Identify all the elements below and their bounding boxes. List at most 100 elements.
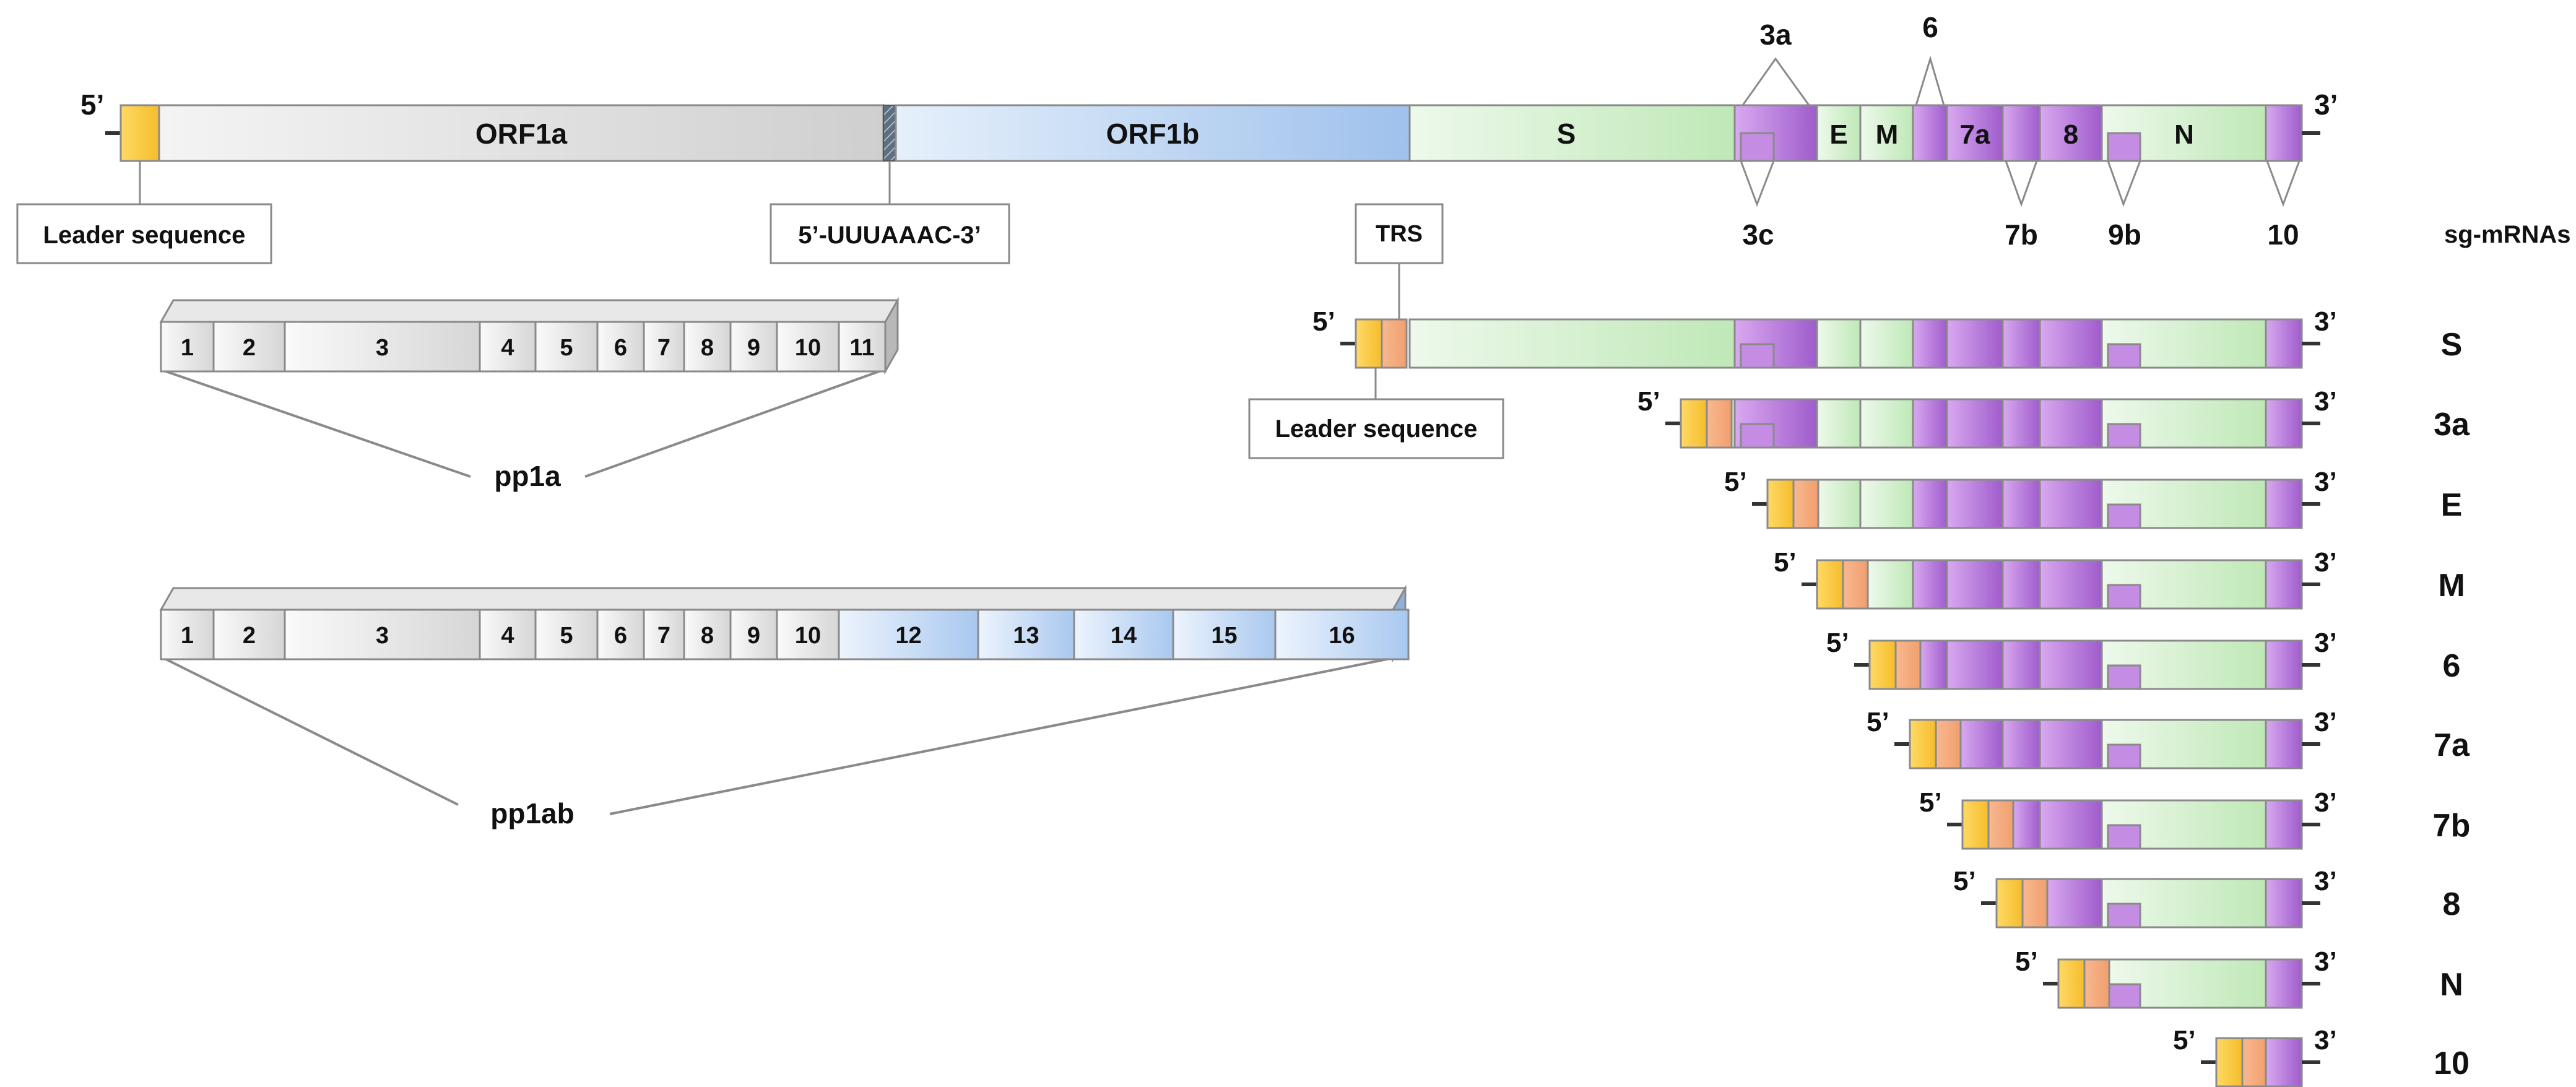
sg-n-trs-block	[2083, 958, 2110, 1009]
sg-s-5prime-label: 5’	[1312, 306, 1335, 337]
sg-7a-5prime-label: 5’	[1867, 707, 1889, 737]
sg-s-feature-2	[1816, 318, 1862, 369]
sg-6-orf10-block	[2265, 639, 2303, 690]
pp1a-segment-label-6: 6	[614, 335, 627, 361]
sg-7b-orf9b-block	[2107, 824, 2141, 850]
sg-3a-feature-2	[1816, 398, 1862, 449]
sg-m-leader-block	[1816, 559, 1844, 610]
pp1ab-segment-2	[212, 608, 286, 660]
sg-m-3prime-label: 3’	[2314, 547, 2337, 578]
orf9b-block	[2107, 132, 2141, 162]
sg-6-orf9b-block	[2107, 664, 2141, 690]
sg-s-feature-0	[1408, 318, 1736, 369]
sg-3a-trs-block	[1706, 398, 1733, 449]
sg-s-3prime-label: 3’	[2314, 306, 2337, 337]
pp1a-segment-label-3: 3	[376, 335, 389, 361]
pp1ab-segment-label-3: 3	[376, 623, 389, 649]
pp1a-segment-11	[838, 321, 887, 373]
trs-callout-text: TRS	[1376, 221, 1423, 247]
sg-mrna-label-n: N	[2440, 967, 2463, 1003]
sg-n-5prime-label: 5’	[2015, 946, 2038, 977]
leader-callout-text: Leader sequence	[43, 222, 246, 249]
sg-mrna-label-e: E	[2441, 487, 2463, 523]
sg-e-feature-4	[1912, 479, 1948, 529]
e-gene-label: E	[1829, 119, 1847, 150]
sg-3a-orf3c-block	[1740, 423, 1775, 449]
sg-mrna-label-7b: 7b	[2433, 808, 2471, 844]
pp1a-right-connector	[584, 370, 880, 478]
pp1ab-label: pp1ab	[490, 797, 574, 829]
sg-m-feature-6	[2001, 559, 2041, 610]
sg-s-leader-block	[1355, 318, 1383, 369]
sg-10-trs-block	[2241, 1037, 2268, 1087]
sg-7b-feature-6	[2012, 799, 2041, 850]
pp1a-top-face	[159, 299, 900, 323]
sg-e-trs-block	[1792, 479, 1819, 529]
genome-5prime-label: 5’	[80, 89, 104, 121]
sg-7a-3prime-label: 3’	[2314, 707, 2337, 737]
sg-mrna-label-3a: 3a	[2434, 407, 2470, 443]
sg-8-orf10-block	[2265, 878, 2303, 929]
orf8-label: 8	[2063, 119, 2078, 150]
sg-n-orf9b-block	[2108, 983, 2141, 1009]
orf7b-annotation: 7b	[2005, 219, 2038, 251]
pp1a-segment-label-1: 1	[181, 335, 194, 361]
sg-7b-leader-block	[1961, 799, 1990, 850]
pp1ab-left-connector	[165, 658, 459, 806]
pp1ab-segment-label-7: 7	[657, 623, 670, 649]
sg-7a-trs-block	[1935, 719, 1962, 769]
sg-s-trs-block	[1381, 318, 1408, 369]
s-gene-block	[1408, 104, 1736, 162]
sg-e-5prime-label: 5’	[1724, 467, 1747, 497]
pp1a-segment-6	[596, 321, 645, 373]
sg-3a-feature-6	[2001, 398, 2041, 449]
orf10-annotation: 10	[2267, 219, 2299, 251]
sg-m-trs-block	[1842, 559, 1869, 610]
orf3c-annotation: 3c	[1742, 219, 1774, 251]
pp1ab-segment-5	[534, 608, 599, 660]
orf9b-annotation: 9b	[2108, 219, 2141, 251]
sg-mrna-label-6: 6	[2443, 648, 2461, 684]
sg-mrnas-header: sg-mRNAs	[2444, 221, 2570, 248]
pp1ab-segment-label-15: 15	[1211, 623, 1237, 649]
sg-6-leader-block	[1868, 639, 1897, 690]
sg-7a-orf9b-block	[2107, 743, 2141, 769]
pp1ab-segment-16	[1274, 608, 1410, 660]
sg-10-leader-block	[2215, 1037, 2244, 1087]
sg-10-orf10-block	[2265, 1037, 2303, 1087]
sg-8-trs-block	[2021, 878, 2049, 929]
pp1ab-segment-label-1: 1	[181, 623, 194, 649]
sg-7b-feature-7	[2039, 799, 2103, 850]
sg-s-feature-3	[1859, 318, 1914, 369]
orf3a-pointer	[1741, 57, 1810, 106]
sg-s-orf3c-block	[1740, 343, 1775, 369]
sg-7a-feature-7	[2039, 719, 2103, 769]
orf9b-pointer	[2107, 160, 2141, 207]
callouts: Leader sequence 5’-UUUAAAC-3’ TRS Leader…	[16, 161, 1504, 459]
pp1a-segment-2	[212, 321, 286, 373]
sg-s-feature-4	[1912, 318, 1948, 369]
sg-n-3prime-label: 3’	[2314, 946, 2337, 977]
sg-s-feature-7	[2039, 318, 2103, 369]
sg-m-feature-5	[1946, 559, 2004, 610]
s-gene-label: S	[1557, 118, 1576, 150]
genome: 5’ ORF1a ORF1b S E M 7a 8 N 3’ 3a 6 3c	[80, 11, 2338, 251]
sg-6-feature-6	[2001, 639, 2041, 690]
sg-mrna-label-7a: 7a	[2434, 727, 2470, 763]
pp1ab-segment-label-4: 4	[501, 623, 514, 649]
sg-n-leader-block	[2057, 958, 2086, 1009]
pp1ab-segment-4	[479, 608, 537, 660]
sg-7a-orf10-block	[2265, 719, 2303, 769]
pp1ab-segment-label-8: 8	[701, 623, 714, 649]
sg-e-orf9b-block	[2107, 503, 2141, 529]
orf3c-block	[1740, 132, 1775, 162]
pp1a-segment-label-5: 5	[560, 335, 573, 361]
sg-3a-3prime-label: 3’	[2314, 386, 2337, 417]
pp1a-segment-label-10: 10	[795, 335, 821, 361]
sg-3a-orf10-block	[2265, 398, 2303, 449]
pp1ab-segment-label-5: 5	[560, 623, 573, 649]
orf10-block	[2265, 104, 2303, 162]
sg-s-feature-6	[2001, 318, 2041, 369]
